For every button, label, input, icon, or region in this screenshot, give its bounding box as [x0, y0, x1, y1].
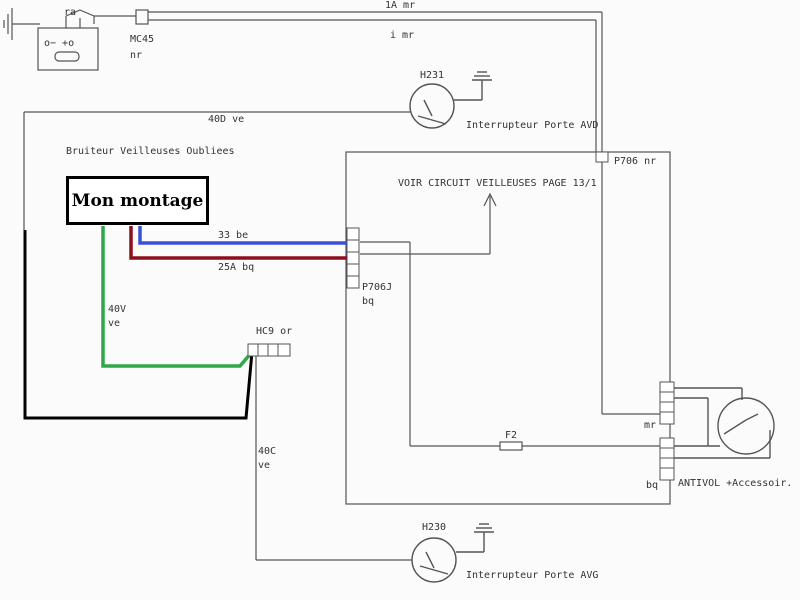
wire-black-loop: [23, 230, 254, 420]
wire-25a-red: [129, 226, 347, 260]
label-h231: H231: [420, 70, 444, 81]
mon-montage-box: Mon montage: [66, 176, 209, 225]
label-i-mr: i mr: [390, 30, 414, 41]
label-bruiteur: Bruiteur Veilleuses Oubliees: [66, 146, 235, 157]
label-mc45: MC45: [130, 34, 154, 45]
antivol-switch: [674, 387, 775, 459]
connector-antivol-bottom: [659, 437, 675, 481]
label-mc45-nr: nr: [130, 50, 142, 61]
wire-33-blue: [138, 226, 347, 245]
battery-minus: o− +o: [44, 38, 74, 49]
label-interrupteur-avd: Interrupteur Porte AVD: [466, 120, 598, 131]
label-40c: 40C: [258, 446, 276, 457]
label-mr: mr: [644, 420, 656, 431]
connector-hc9: [247, 343, 291, 357]
label-f2: F2: [505, 430, 517, 441]
label-p706-nr: P706 nr: [614, 156, 656, 167]
label-p706j-bq: bq: [362, 296, 374, 307]
switch-h230: [411, 523, 494, 583]
label-antivol: ANTIVOL +Accessoir.: [678, 478, 792, 489]
label-40v-ve: ve: [108, 318, 120, 329]
label-bq: bq: [646, 480, 658, 491]
connector-antivol-top: [659, 381, 675, 425]
label-33-be: 33 be: [218, 230, 248, 241]
label-h230: H230: [422, 522, 446, 533]
label-1a-mr: 1A mr: [385, 0, 415, 11]
label-40v: 40V: [108, 304, 126, 315]
switch-h231: [409, 71, 492, 129]
label-40c-ve: ve: [258, 460, 270, 471]
label-25a-bq: 25A bq: [218, 262, 254, 273]
connector-p706j: [346, 227, 360, 289]
wire-40v-green: [101, 226, 254, 368]
battery-box: [37, 9, 99, 71]
ground-symbol: [3, 8, 40, 40]
label-interrupteur-avg: Interrupteur Porte AVG: [466, 570, 598, 581]
label-p706j: P706J: [362, 282, 392, 293]
label-40d-ve: 40D ve: [208, 114, 244, 125]
label-hc9: HC9 or: [256, 326, 292, 337]
label-ra: ra: [64, 7, 76, 18]
label-voir-circuit: VOIR CIRCUIT VEILLEUSES PAGE 13/1: [398, 178, 597, 189]
